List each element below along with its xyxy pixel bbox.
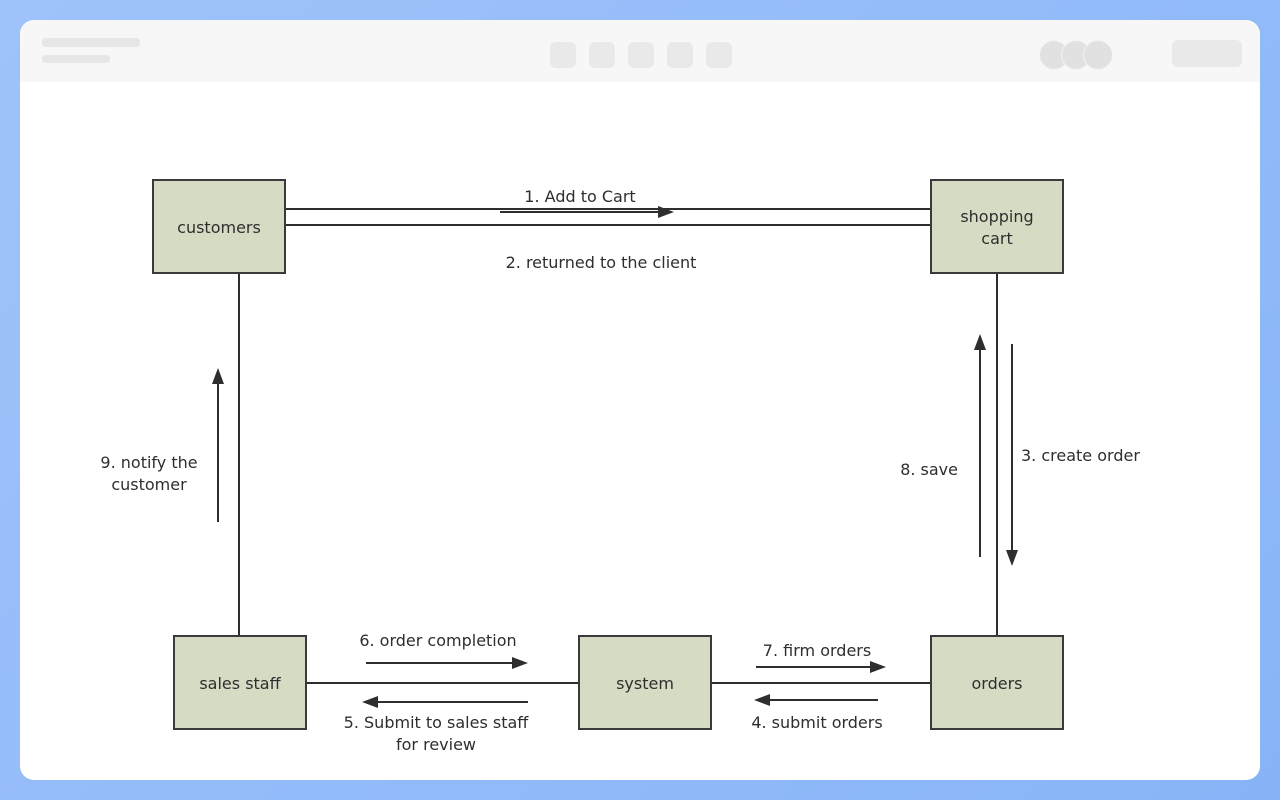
message-firm-orders: 7. firm orders bbox=[756, 641, 886, 673]
message-submit-orders: 4. submit orders bbox=[751, 694, 883, 732]
message-label: 8. save bbox=[900, 460, 958, 479]
node-label: orders bbox=[972, 674, 1023, 693]
message-label: 4. submit orders bbox=[751, 713, 882, 732]
message-label: 5. Submit to sales staff bbox=[344, 713, 530, 732]
toolbar-button-1[interactable] bbox=[550, 42, 576, 68]
message-save: 8. save bbox=[900, 334, 986, 557]
collaboration-diagram: customers shopping cart sales staff syst… bbox=[100, 179, 1140, 754]
subtitle-placeholder bbox=[42, 55, 110, 63]
node-label: sales staff bbox=[199, 674, 281, 693]
message-label-returned: 2. returned to the client bbox=[506, 253, 697, 272]
diagram-canvas: customers shopping cart sales staff syst… bbox=[20, 82, 1260, 780]
node-orders[interactable]: orders bbox=[930, 635, 1064, 730]
node-label: shopping bbox=[960, 207, 1033, 226]
node-shopping-cart[interactable]: shopping cart bbox=[930, 179, 1064, 274]
toolbar-button-2[interactable] bbox=[589, 42, 615, 68]
title-placeholder bbox=[42, 38, 140, 47]
message-label: 1. Add to Cart bbox=[524, 187, 635, 206]
node-sales-staff[interactable]: sales staff bbox=[173, 635, 307, 730]
message-label: 7. firm orders bbox=[763, 641, 871, 660]
message-create-order: 3. create order bbox=[1006, 344, 1140, 566]
node-customers[interactable]: customers bbox=[152, 179, 286, 274]
message-order-completion: 6. order completion bbox=[359, 631, 528, 669]
toolbar-button-4[interactable] bbox=[667, 42, 693, 68]
message-label: for review bbox=[396, 735, 476, 754]
node-label: system bbox=[616, 674, 674, 693]
toolbar-button-5[interactable] bbox=[706, 42, 732, 68]
node-label: customers bbox=[177, 218, 261, 237]
share-button[interactable] bbox=[1172, 40, 1242, 67]
message-notify-customer: 9. notify the customer bbox=[100, 368, 224, 522]
node-system[interactable]: system bbox=[578, 635, 712, 730]
node-label: cart bbox=[981, 229, 1012, 248]
message-label: 3. create order bbox=[1021, 446, 1140, 465]
message-add-to-cart: 1. Add to Cart bbox=[500, 187, 674, 218]
message-label: 6. order completion bbox=[359, 631, 516, 650]
message-submit-sales-staff: 5. Submit to sales staff for review bbox=[344, 696, 530, 754]
message-label: 9. notify the bbox=[100, 453, 197, 472]
message-label: customer bbox=[111, 475, 187, 494]
app-window: customers shopping cart sales staff syst… bbox=[20, 20, 1260, 780]
toolbar-button-3[interactable] bbox=[628, 42, 654, 68]
collaborator-avatar-3[interactable] bbox=[1083, 40, 1113, 70]
toolbar bbox=[20, 20, 1260, 82]
